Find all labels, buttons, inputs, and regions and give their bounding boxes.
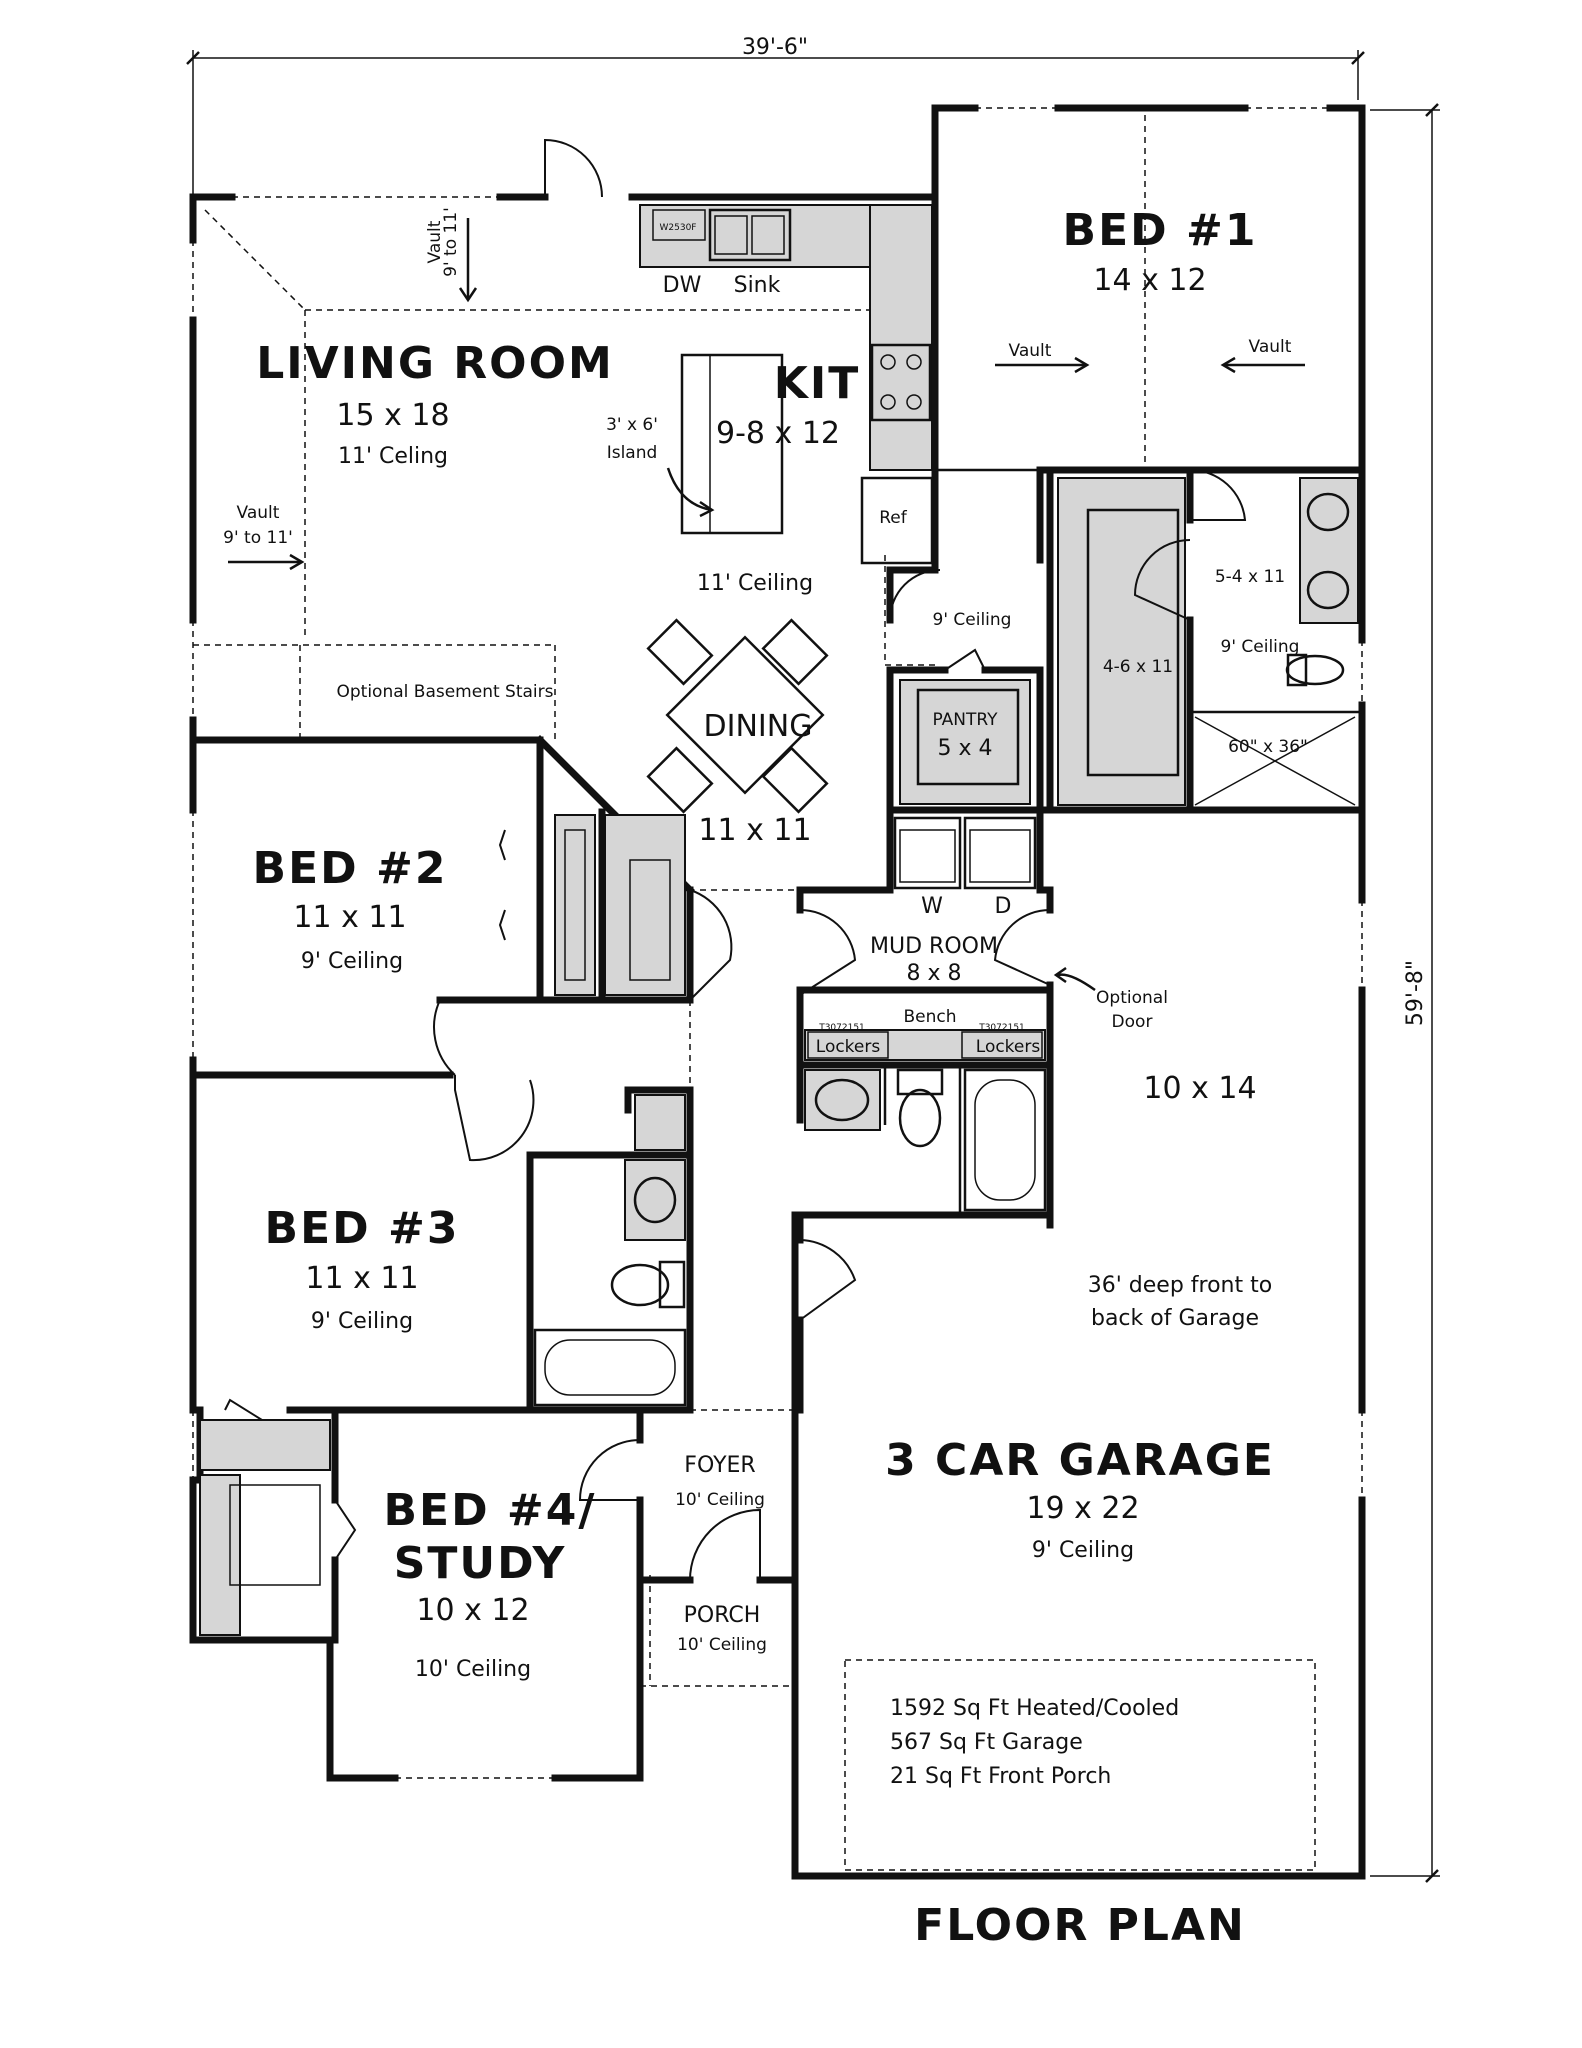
optional-door-2: Door: [1112, 1012, 1153, 1032]
dining-name: DINING: [704, 709, 813, 744]
bed4-ceiling: 10' Ceiling: [415, 1657, 531, 1682]
kitchen-name: KIT: [774, 358, 860, 409]
garage-door-outline: [844, 1659, 1316, 1871]
kitchen-counters: [639, 204, 1031, 805]
locker-code-left: T3072151: [818, 1023, 865, 1033]
master-bath-fixtures: [1057, 477, 1359, 806]
living-ceiling: 11' Celing: [338, 444, 448, 469]
width-dimension: 39'-6": [186, 35, 1365, 200]
garage-name: 3 CAR GARAGE: [885, 1435, 1275, 1486]
bed1-vault-right: Vault: [1249, 337, 1292, 357]
garage-note-2: back of Garage: [1091, 1306, 1259, 1331]
garage-room-size: 10 x 14: [1143, 1071, 1256, 1106]
living-vault-left-1: Vault: [237, 503, 280, 523]
stairs-label: Optional Basement Stairs: [337, 682, 554, 702]
island-size: 3' x 6': [606, 415, 658, 435]
door-swings: [224, 138, 1247, 1581]
bed1-name: BED #1: [1063, 205, 1258, 256]
sink-label: Sink: [734, 273, 781, 298]
bed1-size: 14 x 12: [1093, 263, 1206, 298]
bed2-size: 11 x 11: [293, 900, 406, 935]
shower-size: 60" x 36": [1228, 737, 1308, 757]
bed3-ceiling: 9' Ceiling: [311, 1309, 413, 1334]
bed4-name-line1: BED #4/: [384, 1485, 597, 1536]
foyer-name: FOYER: [684, 1453, 755, 1478]
plan-title: FLOOR PLAN: [914, 1900, 1246, 1951]
stat-porch: 21 Sq Ft Front Porch: [890, 1764, 1111, 1789]
bench-label: Bench: [903, 1007, 956, 1027]
bed4-size: 10 x 12: [416, 1593, 529, 1628]
garage-size: 19 x 22: [1026, 1491, 1139, 1526]
labels: BED #1 14 x 12 Vault Vault LIVING ROOM 1…: [223, 205, 1308, 1951]
closets: [199, 814, 686, 1636]
porch-ceiling: 10' Ceiling: [677, 1635, 767, 1655]
kitchen-size: 9-8 x 12: [716, 416, 840, 451]
ceiling-lines: [204, 115, 1146, 666]
bath1-size: 5-4 x 11: [1215, 567, 1285, 587]
living-vault-top-2: 9' to 11': [441, 207, 461, 277]
living-vault-top-1: Vault: [425, 220, 445, 263]
porch-name: PORCH: [684, 1603, 761, 1628]
hall-bath-fixtures: [533, 1094, 687, 1407]
locker-code-right: T3072151: [978, 1023, 1025, 1033]
closet1-size: 4-6 x 11: [1103, 657, 1173, 677]
stat-heated: 1592 Sq Ft Heated/Cooled: [890, 1696, 1179, 1721]
mud-size: 8 x 8: [907, 961, 962, 986]
lockers-left: Lockers: [816, 1037, 881, 1057]
laundry-fixtures: [804, 816, 1047, 1212]
lockers-right: Lockers: [976, 1037, 1041, 1057]
pantry-size: 5 x 4: [938, 736, 993, 761]
dining-table: [646, 618, 829, 814]
bed2-name: BED #2: [253, 843, 448, 894]
bed3-size: 11 x 11: [305, 1261, 418, 1296]
pantry-ceiling: 9' Ceiling: [933, 610, 1012, 630]
bath1-ceiling: 9' Ceiling: [1221, 637, 1300, 657]
optional-door-1: Optional: [1096, 988, 1168, 1008]
foyer-ceiling: 10' Ceiling: [675, 1490, 765, 1510]
dryer-label: D: [995, 894, 1012, 919]
mud-name: MUD ROOM: [870, 934, 998, 959]
washer-label: W: [921, 894, 943, 919]
garage-note-1: 36' deep front to: [1088, 1273, 1272, 1298]
living-size: 15 x 18: [336, 398, 449, 433]
width-label: 39'-6": [742, 35, 808, 60]
depth-label: 59'-8": [1403, 960, 1428, 1026]
living-name: LIVING ROOM: [256, 338, 614, 389]
dining-size: 11 x 11: [698, 813, 811, 848]
bed4-name-line2: STUDY: [394, 1538, 567, 1589]
garage-ceiling: 9' Ceiling: [1032, 1538, 1134, 1563]
bed2-ceiling: 9' Ceiling: [301, 949, 403, 974]
dw-label: DW: [663, 273, 702, 298]
ref-label: Ref: [879, 508, 908, 528]
depth-dimension: 59'-8": [1370, 103, 1440, 1883]
island-label: Island: [607, 443, 658, 463]
vault-arrows: [228, 218, 1305, 992]
dining-ceiling: 11' Ceiling: [697, 571, 813, 596]
wall-cabinet-code: W2530F: [660, 223, 697, 233]
stat-garage: 567 Sq Ft Garage: [890, 1730, 1083, 1755]
bed3-name: BED #3: [265, 1203, 460, 1254]
pantry-name: PANTRY: [932, 710, 998, 730]
living-vault-left-2: 9' to 11': [223, 528, 293, 548]
interior-walls: [189, 193, 1366, 1644]
bed1-vault-left: Vault: [1009, 341, 1052, 361]
